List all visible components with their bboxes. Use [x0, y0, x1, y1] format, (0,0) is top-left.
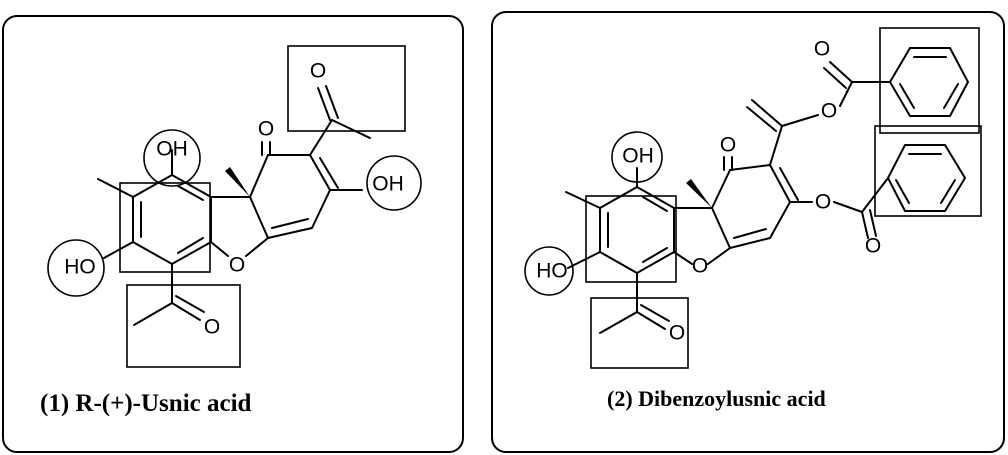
panel-2-frame — [491, 11, 1005, 453]
hydroxyl-right-circle — [366, 155, 422, 211]
benzoyl-right-box — [874, 125, 982, 217]
acetyl-top-box — [287, 45, 406, 132]
atom-label-carbonyl-right-oxygen: O — [865, 235, 881, 258]
dibenzoylusnic-acid-highlights — [524, 27, 982, 369]
atom-label-ester-top-oxygen: O — [821, 100, 837, 123]
benzoyl-top-box — [879, 27, 980, 134]
atom-label-ring-oxygen: O — [692, 255, 708, 278]
atom-label-acetyl-top-oxygen: O — [310, 60, 326, 83]
panel-2-caption: (2) Dibenzoylusnic acid — [607, 386, 826, 411]
usnic-acid-highlights — [47, 45, 422, 368]
atom-label-oh-top: OH — [156, 138, 188, 161]
atom-label-ketone-oxygen: O — [720, 134, 736, 157]
hydroxyl-left-circle — [47, 239, 105, 297]
panel-usnic-acid: OH HO OH O O O O (1) R-(+)-Usnic acid — [2, 15, 464, 453]
hydroxyl-left-circle — [524, 246, 574, 296]
atom-label-acetyl-bottom-oxygen: O — [204, 316, 220, 339]
atom-label-ring-oxygen: O — [229, 254, 245, 277]
atom-label-ester-right-oxygen: O — [815, 191, 831, 214]
dibenzoylusnic-acid-atom-labels: OH HO O O O O O O O — [536, 38, 881, 345]
dibenzoylusnic-acid-structure — [565, 47, 970, 334]
atom-label-carbonyl-top-oxygen: O — [814, 38, 830, 61]
panel-dibenzoylusnic-acid: OH HO O O O O O O O (2) Dibenzoylusnic a… — [491, 11, 1005, 453]
acetyl-bottom-box — [126, 284, 241, 368]
aromatic-ring-box — [585, 195, 677, 283]
hydroxyl-top-circle — [611, 131, 663, 183]
panel-1-caption: (1) R-(+)-Usnic acid — [40, 390, 252, 417]
hydroxyl-top-circle — [143, 129, 201, 187]
atom-label-oh-right: OH — [372, 173, 404, 196]
usnic-acid-structure — [97, 85, 371, 326]
atom-label-oh-top: OH — [622, 145, 654, 168]
atom-label-ho-left: HO — [64, 256, 96, 279]
atom-label-acetyl-bottom-oxygen: O — [669, 322, 685, 345]
aromatic-ring-box — [119, 182, 211, 273]
atom-label-ho-left: HO — [536, 260, 568, 283]
panel-1-frame — [2, 15, 464, 453]
usnic-acid-atom-labels: OH HO OH O O O O — [64, 60, 404, 339]
atom-label-ketone-oxygen: O — [258, 118, 274, 141]
acetyl-bottom-box — [590, 297, 689, 369]
